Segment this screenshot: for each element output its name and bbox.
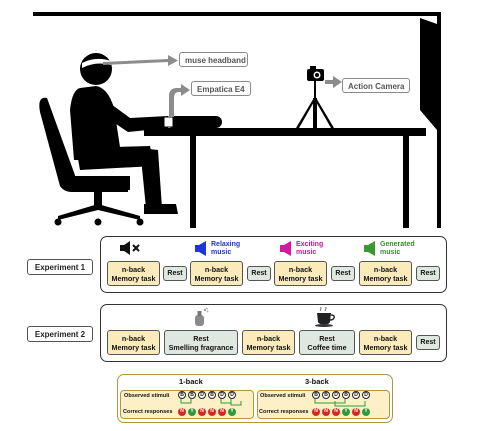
exp1-nback-2: n-back Memory task	[190, 261, 243, 286]
e4-arrow	[169, 84, 190, 117]
rest-coffee-line1: Rest	[319, 333, 335, 343]
wall-screen	[420, 18, 437, 130]
camera-arrow	[325, 76, 342, 88]
recording-setup-illustration	[33, 12, 441, 228]
response-circle: Y	[342, 408, 350, 416]
nback-line2: Memory task	[111, 342, 156, 352]
exp2-rest-final: Rest	[416, 335, 440, 350]
response-circle: N	[208, 408, 216, 416]
music-label-relaxing: Relaxing music	[211, 241, 240, 257]
stimulus-circle: D	[362, 391, 370, 399]
nback-line1: n-back	[204, 264, 229, 274]
nback-line2: Memory task	[278, 273, 323, 283]
nback-line1: n-back	[121, 264, 146, 274]
response-circle: N	[312, 408, 320, 416]
nback-line2: Memory task	[246, 342, 291, 352]
camera-icon	[307, 66, 324, 81]
nback-line2: Memory task	[111, 273, 156, 283]
music-label-exciting-line2: music	[296, 249, 317, 256]
nback-line1: n-back	[256, 333, 281, 343]
nback-line2: Memory task	[363, 273, 408, 283]
wall-line	[437, 12, 441, 228]
camera-tripod	[296, 76, 334, 128]
nback-line2: Memory task	[194, 273, 239, 283]
music-label-exciting-line1: Exciting	[296, 241, 324, 248]
callout-action-camera: Action Camera	[342, 78, 410, 93]
seated-person	[70, 53, 178, 214]
response-circle: Y	[362, 408, 370, 416]
three-back-brackets	[314, 399, 366, 407]
response-circle: Y	[228, 408, 236, 416]
response-circle: Y	[188, 408, 196, 416]
one-back-title: 1-back	[179, 377, 203, 386]
response-circle: N	[178, 408, 186, 416]
perfume-bottle-icon	[195, 307, 209, 326]
three-back-observed-label: Observed stimuli	[260, 393, 306, 399]
response-circle: N	[218, 408, 226, 416]
stimulus-circle: D	[352, 391, 360, 399]
stimulus-circle: D	[228, 391, 236, 399]
exp2-nback-2: n-back Memory task	[242, 330, 295, 355]
three-back-title: 3-back	[305, 377, 329, 386]
stimulus-circle: B	[188, 391, 196, 399]
music-label-generated: Generated music	[380, 241, 415, 257]
stimulus-circle: D	[198, 391, 206, 399]
relaxing-speaker-icon	[195, 241, 206, 256]
headband-arrow	[103, 55, 178, 66]
desk	[144, 128, 426, 228]
one-back-responses-label: Correct responses	[123, 409, 173, 415]
nback-line1: n-back	[373, 333, 398, 343]
three-back-responses-label: Correct responses	[259, 409, 309, 415]
callout-empatica-e4: Empatica E4	[191, 81, 251, 96]
exp1-nback-4: n-back Memory task	[359, 261, 412, 286]
keyboard	[166, 116, 222, 128]
nback-line1: n-back	[121, 333, 146, 343]
nback-line1: n-back	[373, 264, 398, 274]
exp2-rest-coffee: Rest Coffee time	[299, 330, 355, 355]
music-label-generated-line2: music	[380, 249, 401, 256]
exp1-rest-1: Rest	[163, 266, 187, 281]
exp1-rest-2: Rest	[247, 266, 271, 281]
music-label-generated-line1: Generated	[380, 241, 415, 248]
rest-coffee-line2: Coffee time	[307, 342, 347, 352]
exp1-rest-4: Rest	[416, 266, 440, 281]
exp2-nback-3: n-back Memory task	[359, 330, 412, 355]
exciting-speaker-icon	[280, 241, 291, 256]
stimulus-circle: B	[178, 391, 186, 399]
coffee-cup-icon	[315, 307, 335, 327]
exp1-rest-3: Rest	[331, 266, 355, 281]
music-label-relaxing-line1: Relaxing	[211, 241, 241, 248]
empatica-e4-wristband	[163, 116, 174, 128]
music-label-relaxing-line2: music	[211, 249, 232, 256]
exp2-nback-1: n-back Memory task	[107, 330, 160, 355]
experiment-2-label: Experiment 2	[27, 326, 93, 342]
exp1-nback-3: n-back Memory task	[274, 261, 327, 286]
muted-speaker-icon	[120, 241, 140, 255]
ceiling-line	[33, 12, 439, 16]
music-label-exciting: Exciting music	[296, 241, 323, 257]
nback-line2: Memory task	[363, 342, 408, 352]
exp2-rest-fragrance: Rest Smelling fragrance	[164, 330, 238, 355]
stimulus-circle: B	[322, 391, 330, 399]
generated-speaker-icon	[364, 241, 375, 256]
nback-line1: n-back	[288, 264, 313, 274]
stimulus-circle: B	[342, 391, 350, 399]
stimulus-circle: B	[312, 391, 320, 399]
stimulus-circle: B	[208, 391, 216, 399]
response-circle: N	[332, 408, 340, 416]
muse-headband	[82, 58, 111, 68]
rest-fragrance-line1: Rest	[193, 333, 209, 343]
stimulus-circle: D	[218, 391, 226, 399]
callout-muse-headband: muse headband	[179, 52, 248, 67]
experiment-1-label: Experiment 1	[27, 259, 93, 275]
one-back-brackets	[180, 399, 242, 406]
exp1-nback-1: n-back Memory task	[107, 261, 160, 286]
response-circle: N	[352, 408, 360, 416]
stimulus-circle: D	[332, 391, 340, 399]
chair	[39, 97, 144, 226]
one-back-observed-label: Observed stimuli	[124, 393, 170, 399]
rest-fragrance-line2: Smelling fragrance	[168, 342, 234, 352]
response-circle: N	[198, 408, 206, 416]
response-circle: N	[322, 408, 330, 416]
